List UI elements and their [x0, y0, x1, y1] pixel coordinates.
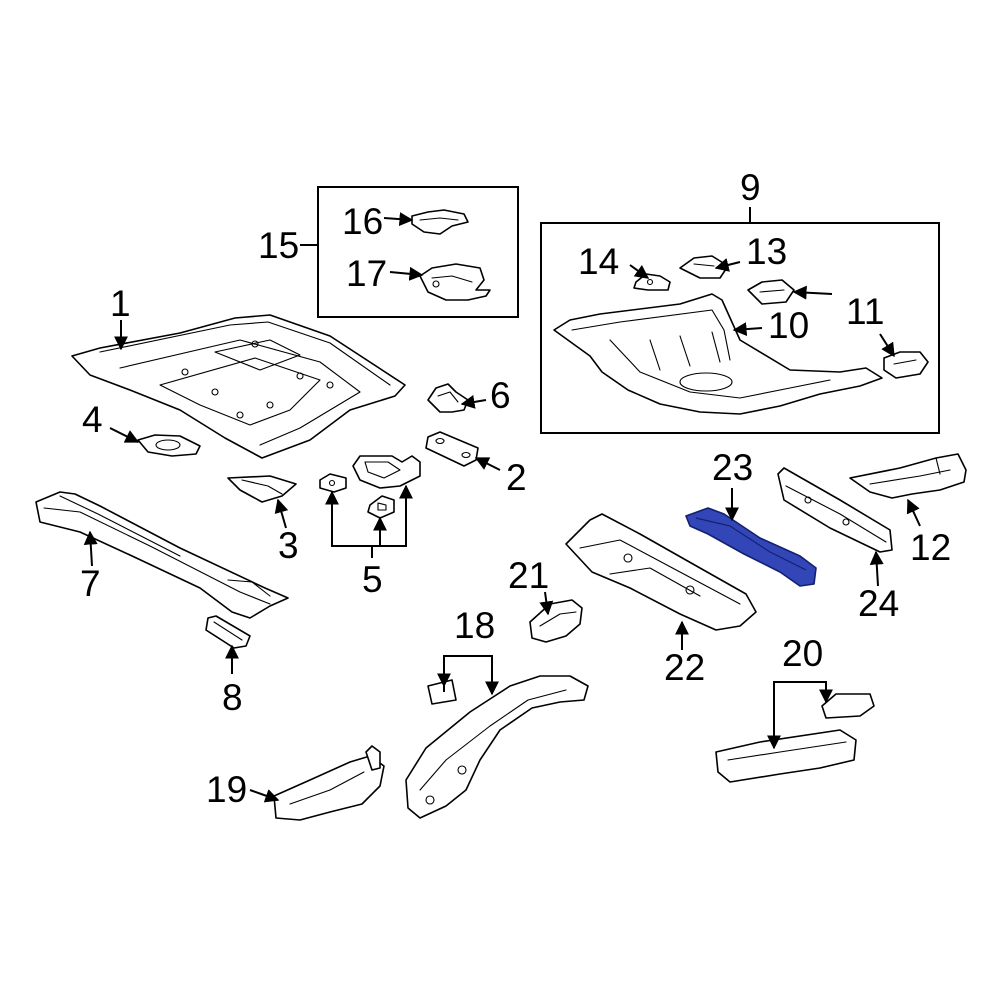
callout-5: 5	[362, 559, 383, 600]
callout-17: 17	[346, 253, 387, 294]
part-1-floor-pan[interactable]	[71, 314, 406, 459]
callout-12: 12	[910, 527, 951, 568]
part-24-reinforcement[interactable]	[777, 467, 893, 553]
part-8-bracket[interactable]	[205, 615, 251, 649]
callout-10: 10	[768, 305, 809, 346]
callout-6: 6	[490, 375, 511, 416]
callout-labels: 1 2 3 4 5 6 7 8 9 10 11 12 13 14 15 16 1…	[80, 167, 951, 810]
part-22-crossmember[interactable]	[565, 513, 757, 631]
part-6-bracket[interactable]	[427, 383, 469, 413]
callout-13: 13	[746, 231, 787, 272]
callout-19: 19	[206, 769, 247, 810]
group-box-9	[540, 222, 940, 434]
callout-9: 9	[740, 167, 761, 208]
callout-23: 23	[712, 447, 753, 488]
part-18-rear-member[interactable]	[405, 675, 589, 819]
callout-14: 14	[578, 241, 619, 282]
part-12-bracket[interactable]	[849, 453, 967, 499]
part-2-bracket[interactable]	[425, 431, 479, 467]
part-11b-bracket[interactable]	[747, 279, 795, 305]
callout-16: 16	[342, 201, 383, 242]
part-17-bracket[interactable]	[419, 263, 491, 301]
callout-20: 20	[782, 633, 823, 674]
callout-21: 21	[508, 555, 549, 596]
callout-2: 2	[506, 457, 527, 498]
group-box-15	[317, 186, 519, 318]
part-4-cover[interactable]	[137, 434, 201, 457]
part-23-crossmember-highlighted[interactable]	[685, 507, 817, 587]
part-5-brackets[interactable]	[319, 455, 421, 519]
callout-24: 24	[858, 583, 899, 624]
callout-4: 4	[82, 399, 103, 440]
callout-11: 11	[846, 291, 884, 332]
callout-7: 7	[80, 563, 101, 604]
callout-22: 22	[664, 647, 705, 688]
part-10-rear-floor-pan[interactable]	[553, 293, 883, 415]
callout-3: 3	[278, 525, 299, 566]
callout-1: 1	[110, 283, 131, 324]
part-7-side-rail[interactable]	[35, 491, 289, 619]
leader-lines	[83, 207, 921, 803]
part-14-bracket[interactable]	[633, 273, 671, 291]
callout-18: 18	[454, 605, 495, 646]
part-21-bracket[interactable]	[529, 599, 583, 643]
part-16-bracket[interactable]	[411, 209, 469, 235]
part-20-rail[interactable]	[715, 693, 875, 783]
part-19-bracket[interactable]	[273, 745, 385, 821]
callout-15: 15	[258, 225, 299, 266]
part-11-bracket[interactable]	[883, 351, 929, 379]
part-3-bracket[interactable]	[227, 475, 297, 503]
callout-8: 8	[222, 677, 243, 718]
